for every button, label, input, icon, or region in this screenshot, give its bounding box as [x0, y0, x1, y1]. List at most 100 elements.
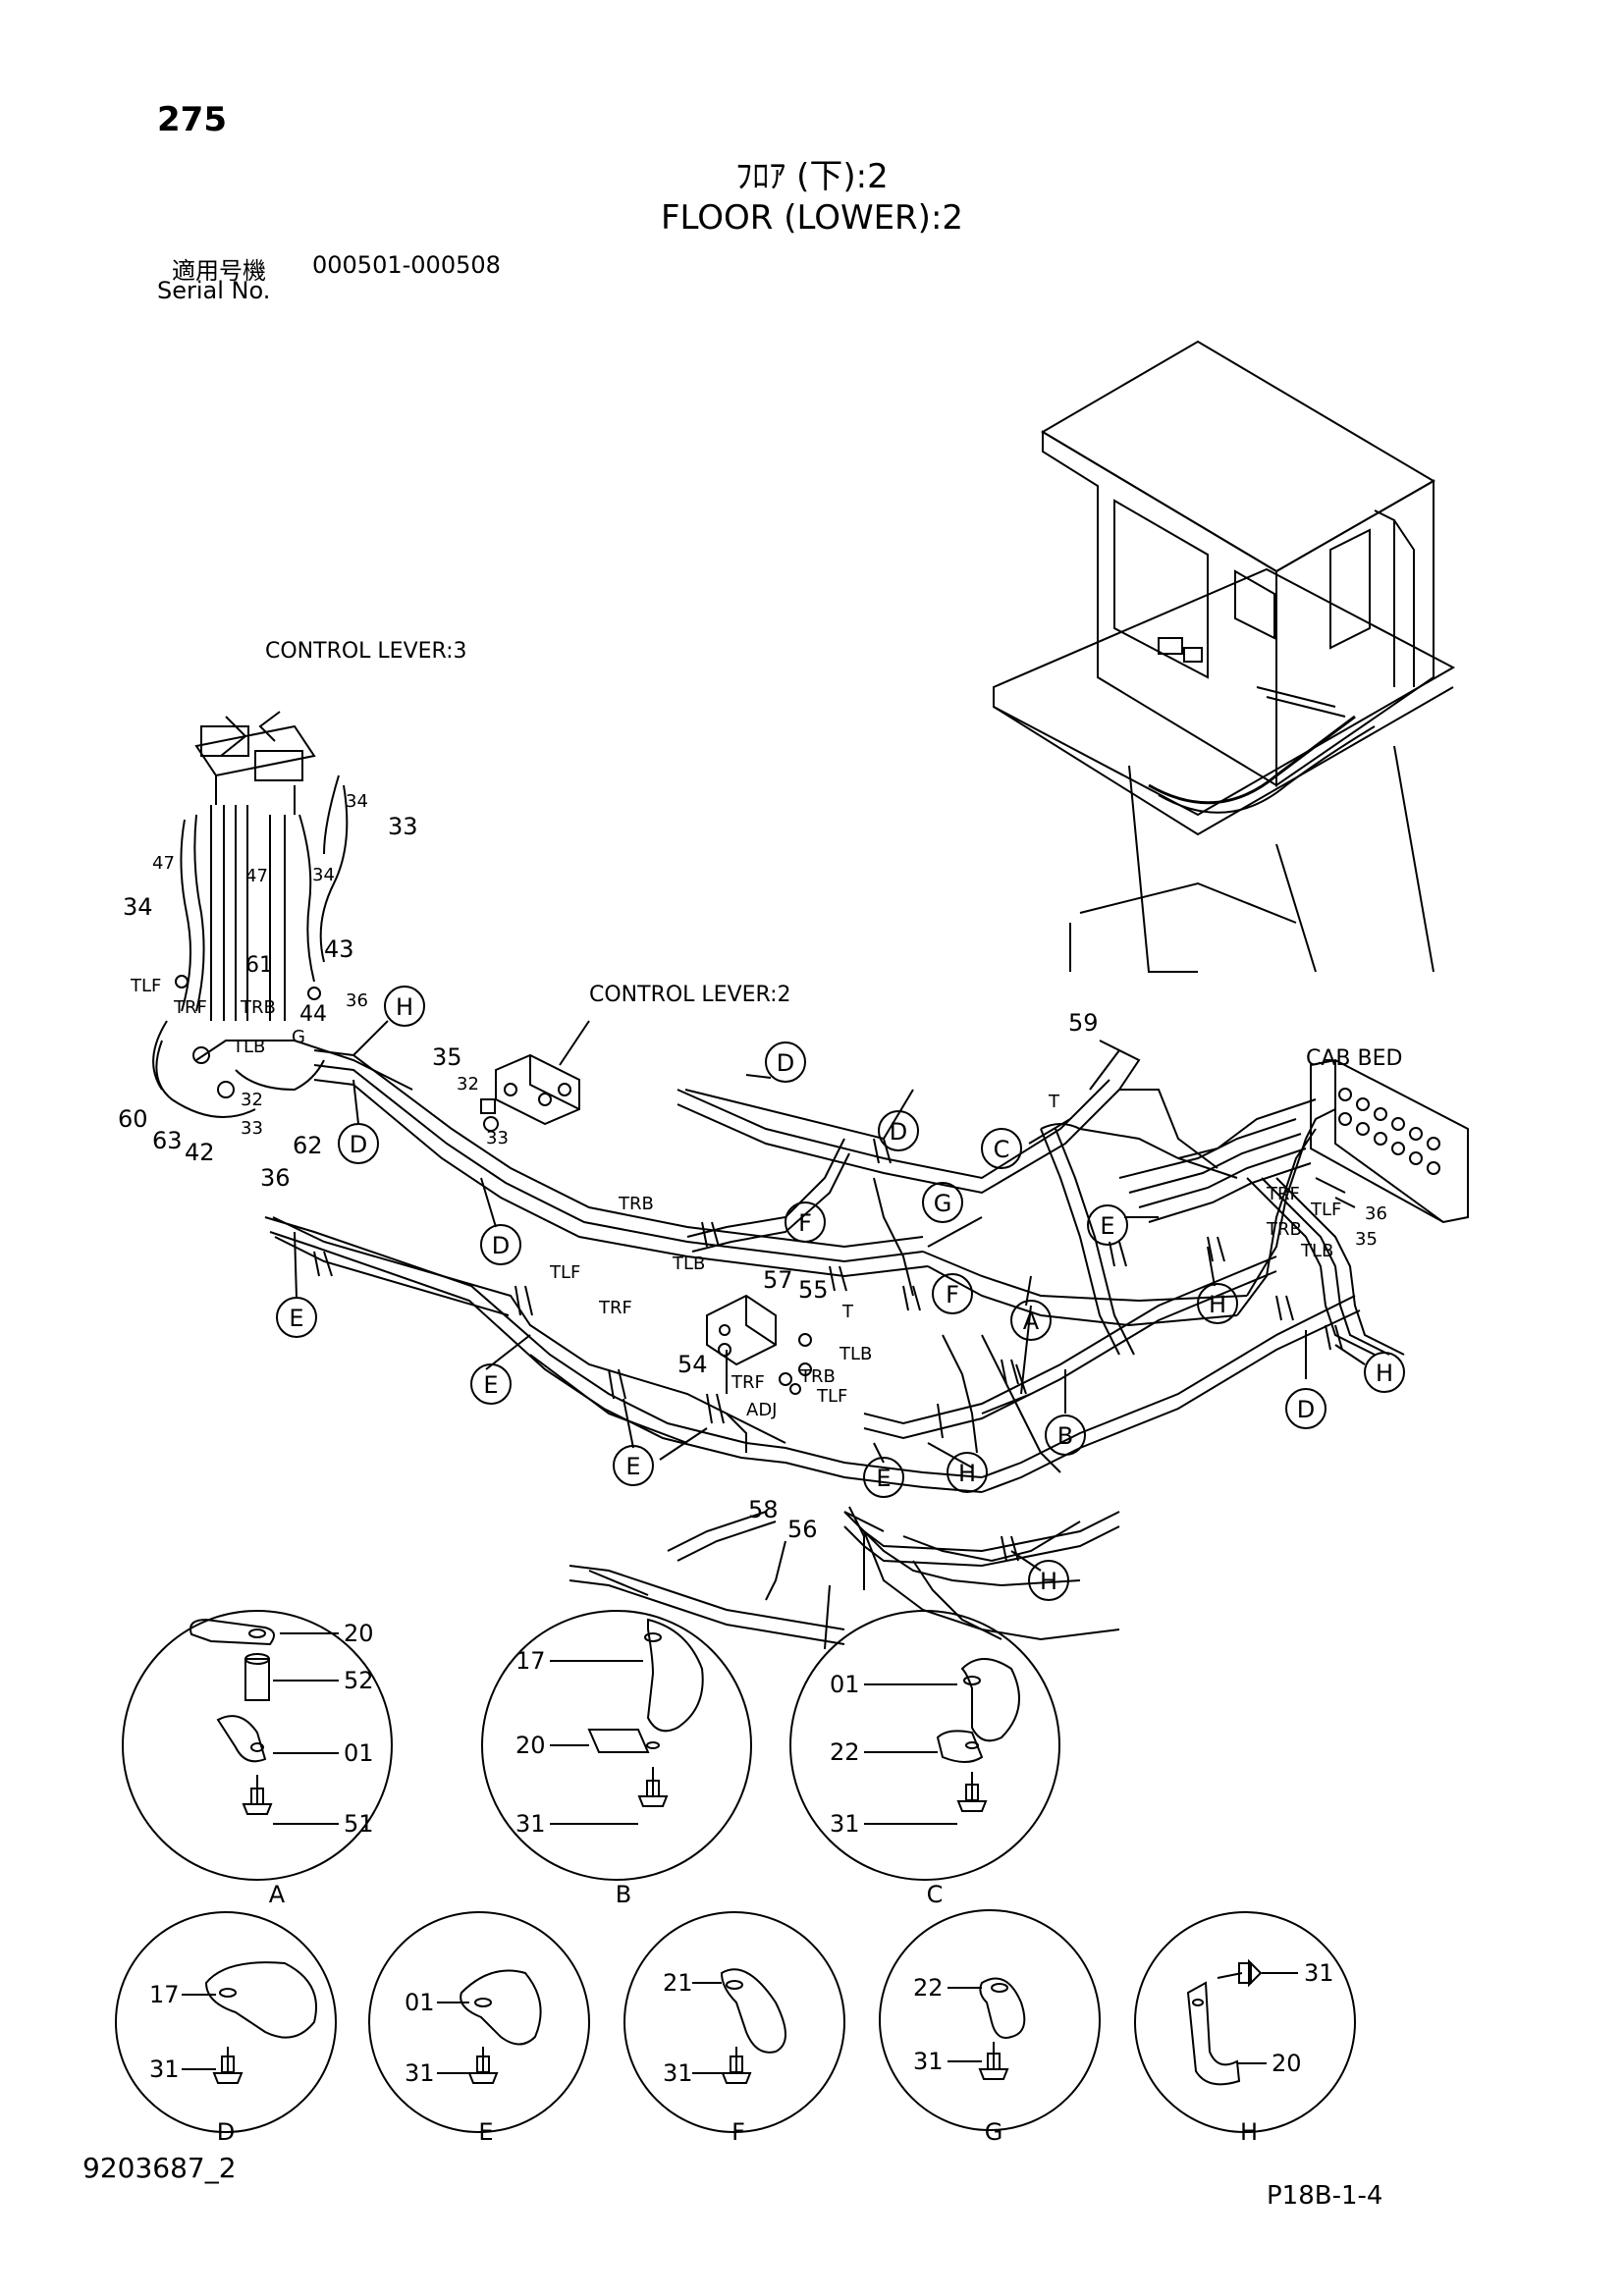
port-t-top: T: [1048, 1092, 1060, 1112]
part-61: 61: [245, 953, 273, 978]
part-62: 62: [293, 1132, 323, 1159]
port-g: G: [292, 1027, 305, 1047]
serial-label-jp: 適用号機: [172, 257, 266, 285]
reference-code: P18B-1-4: [1267, 2181, 1383, 2211]
label-control-lever-3: CONTROL LEVER:3: [265, 639, 467, 664]
detail-b-part-1: 17: [515, 1647, 546, 1675]
callout-e: E: [625, 1453, 640, 1480]
label-control-lever-2: CONTROL LEVER:2: [589, 983, 791, 1007]
diagram-labels: CONTROL LEVER:3 CONTROL LEVER:2 CAB BED …: [118, 639, 1402, 1543]
detail-d-labels: 17 31 D: [149, 1981, 235, 2146]
detail-f-part-2: 31: [663, 2059, 693, 2087]
part-54: 54: [677, 1351, 708, 1378]
port-trb-cab: TRB: [1266, 1219, 1302, 1240]
detail-h-letter: H: [1240, 2118, 1258, 2146]
detail-d-part-1: 17: [149, 1981, 180, 2008]
label-cab-bed: CAB BED: [1306, 1046, 1402, 1071]
part-33-left: 33: [241, 1118, 263, 1139]
part-36-cab: 36: [1365, 1203, 1387, 1224]
callout-f: F: [798, 1209, 812, 1237]
part-56: 56: [787, 1516, 818, 1543]
detail-e-part-1: 01: [405, 1989, 435, 2016]
callout-d: D: [890, 1118, 907, 1146]
detail-b-letter: B: [616, 1881, 631, 1908]
detail-g-letter: G: [985, 2118, 1003, 2146]
port-trf-valve: TRF: [731, 1372, 765, 1393]
detail-a: [122, 1610, 393, 1881]
title-english: FLOOR (LOWER):2: [660, 198, 964, 238]
hose-harness: [264, 1040, 1405, 1650]
detail-h-labels: 31 20 H: [1240, 1959, 1334, 2146]
part-35: 35: [432, 1043, 462, 1071]
detail-c-part-2: 22: [830, 1738, 860, 1766]
part-32-right: 32: [457, 1074, 479, 1095]
detail-c-letter: C: [927, 1881, 944, 1908]
callout-h: H: [1209, 1291, 1226, 1318]
callout-d: D: [777, 1049, 794, 1077]
detail-a-part-1: 20: [344, 1620, 374, 1647]
callout-a: A: [1023, 1308, 1040, 1335]
cab-illustration: [993, 340, 1456, 973]
port-tlf-center: TLF: [549, 1262, 580, 1283]
center-valve: [706, 1294, 812, 1453]
part-35-cab: 35: [1355, 1229, 1378, 1250]
detail-h: [1134, 1911, 1356, 2133]
port-tlf-cab: TLF: [1310, 1200, 1341, 1220]
part-42: 42: [185, 1139, 215, 1166]
control-lever-3-assembly: [152, 711, 413, 1118]
callout-g: G: [934, 1190, 952, 1217]
hose-clamps: [313, 1138, 1343, 1562]
detail-f-labels: 21 31 F: [663, 1969, 745, 2146]
detail-e-part-2: 31: [405, 2059, 435, 2087]
part-34-upper: 34: [346, 791, 368, 812]
callout-h: H: [1040, 1568, 1057, 1595]
callout-h: H: [396, 993, 413, 1021]
detail-a-part-3: 01: [344, 1739, 374, 1767]
detail-e: [368, 1911, 590, 2133]
port-tlf-left: TLF: [130, 976, 161, 996]
detail-f-letter: F: [731, 2118, 745, 2146]
detail-b: [481, 1610, 752, 1881]
part-43: 43: [324, 935, 354, 963]
detail-a-part-2: 52: [344, 1667, 374, 1694]
callout-e: E: [876, 1465, 891, 1492]
detail-d-part-2: 31: [149, 2056, 180, 2083]
detail-a-labels: 20 52 01 51 A: [269, 1620, 374, 1908]
part-34-right: 34: [312, 865, 335, 885]
port-tlb-cab: TLB: [1300, 1241, 1333, 1261]
page-number: 275: [157, 100, 227, 139]
callout-e: E: [289, 1305, 303, 1332]
part-55: 55: [798, 1276, 829, 1304]
part-44: 44: [299, 1002, 327, 1027]
port-tlb-center: TLB: [672, 1254, 705, 1274]
title-japanese: ﾌﾛｱ (下):2: [735, 157, 889, 196]
part-32-left: 32: [241, 1090, 263, 1110]
detail-g-part-2: 31: [913, 2048, 944, 2075]
port-tlf-valve: TLF: [816, 1386, 847, 1407]
part-58: 58: [748, 1496, 779, 1523]
callout-d: D: [350, 1131, 367, 1158]
callout-c: C: [994, 1136, 1010, 1163]
detail-c-part-3: 31: [830, 1810, 860, 1838]
port-trf-center: TRF: [598, 1298, 632, 1318]
callout-b: B: [1057, 1422, 1073, 1450]
part-57: 57: [763, 1266, 793, 1294]
part-47-center: 47: [245, 866, 268, 886]
detail-e-labels: 01 31 E: [405, 1989, 494, 2146]
detail-c-labels: 01 22 31 C: [830, 1671, 943, 1908]
callout-f: F: [946, 1281, 959, 1308]
port-t-center: T: [841, 1302, 854, 1322]
detail-d: [115, 1911, 337, 2133]
callout-letters: H D D E E E D D C E H D H F G A B F E H …: [289, 993, 1393, 1595]
part-33: 33: [388, 813, 418, 840]
serial-label-en: Serial No.: [157, 277, 271, 304]
callout-e: E: [483, 1371, 498, 1399]
detail-h-part-1: 31: [1304, 1959, 1334, 1987]
detail-g-labels: 22 31 G: [913, 1974, 1002, 2146]
detail-f: [623, 1911, 845, 2133]
detail-a-part-4: 51: [344, 1810, 374, 1838]
part-60: 60: [118, 1105, 148, 1133]
detail-b-part-2: 20: [515, 1732, 546, 1759]
port-trf-left: TRF: [173, 997, 207, 1018]
